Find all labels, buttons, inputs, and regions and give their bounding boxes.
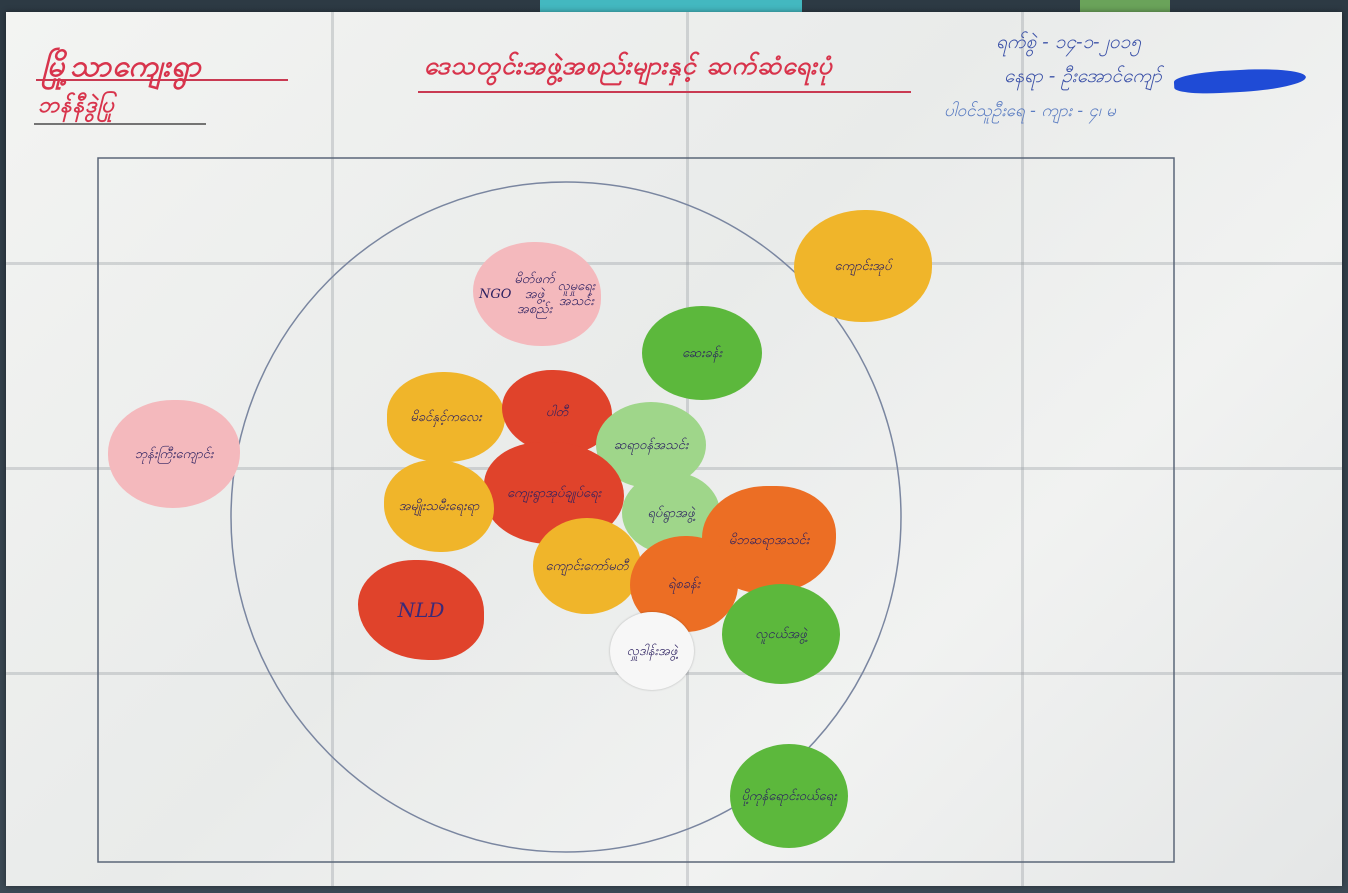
sticker-text: NGO xyxy=(479,286,512,302)
sticker-text: အမျိုးသမီး xyxy=(398,498,449,514)
sticker-green-upper: ဆေးခန်း xyxy=(642,306,762,400)
sticker-text: NLD xyxy=(397,597,445,622)
sticker-text: မိခင်နှင့် xyxy=(410,409,447,425)
sticker-yellow-1: မိခင်နှင့်ကလေး xyxy=(387,372,505,462)
paper-fold xyxy=(6,262,1342,265)
sticker-orange-2: ရဲစခန်း xyxy=(630,536,738,632)
sticker-red-1: ပါတီ xyxy=(502,370,612,454)
paper-fold xyxy=(1021,12,1024,886)
sticker-text: ဘုန်းကြီး xyxy=(134,446,176,462)
chart-paper: မြို့သာကျေးရွာ ဘန်နီဒွဲပြု ဒေသတွင်းအဖွဲ့… xyxy=(6,12,1342,886)
left-title: မြို့သာကျေးရွာ xyxy=(42,49,202,84)
sticker-text: ကျောင်း xyxy=(545,558,584,574)
sticker-text: အုပ်ချုပ်ရေး xyxy=(545,485,601,501)
meta-participants: ပါဝင်သူဦးရေ - ကျား - ၄၊ မ xyxy=(944,101,1116,121)
meta-date: ရက်စွဲ - ၁၄-၁-၂၀၁၅ xyxy=(996,31,1141,53)
sticker-text: အဖွဲ့ xyxy=(675,505,695,521)
sticker-text: ရဲစခန်း xyxy=(667,576,701,592)
paper-fold xyxy=(331,12,334,886)
sticker-text: ဆရာဝန် xyxy=(613,437,654,453)
sticker-text: ကလေး xyxy=(446,409,482,425)
sticker-text: ကျောင်း xyxy=(175,446,214,462)
sticker-text: မိတ်ဖက်အဖွဲ့အစည်း xyxy=(514,271,555,317)
sticker-text: ကျောင်းအုပ် xyxy=(834,258,892,274)
sticker-text: ရေးရာ xyxy=(448,498,480,514)
sticker-yellow-3: ကျောင်းကော်မတီ xyxy=(533,518,641,614)
sticker-text: ပါတီ xyxy=(545,404,569,420)
sticker-text: ပို့ကုန် xyxy=(741,788,769,804)
sticker-white-1: လှူဒါန်းအဖွဲ့ xyxy=(610,612,694,690)
sticker-green-lower: လူငယ်အဖွဲ့ xyxy=(722,584,840,684)
sticker-text: အသင်း xyxy=(774,532,810,548)
sticker-text: လူမှုရေးအသင်း xyxy=(557,279,595,309)
sticker-green-bottom: ပို့ကုန်ရောင်းဝယ်ရေး xyxy=(730,744,848,848)
sticker-red-3: NLD xyxy=(358,560,484,660)
drawn-frame xyxy=(34,79,1175,863)
sticker-text: အဖွဲ့ xyxy=(657,643,678,659)
sticker-text: ကော်မတီ xyxy=(583,558,629,574)
sticker-text: ရပ်ရွာ xyxy=(647,505,676,521)
sticker-text: ဆေးခန်း xyxy=(682,345,722,361)
sticker-text: လှူဒါန်း xyxy=(626,643,658,659)
sticker-pink-left: ဘုန်းကြီးကျောင်း xyxy=(108,400,240,508)
sticker-orange-top-right: ကျောင်းအုပ် xyxy=(794,210,932,322)
sticker-text: ရောင်းဝယ်ရေး xyxy=(768,788,837,804)
sticker-text: မိဘဆရာ xyxy=(728,532,775,548)
sticker-text: အဖွဲ့ xyxy=(787,626,807,642)
sticker-text: လူငယ် xyxy=(755,626,788,642)
left-subtitle: ဘန်နီဒွဲပြု xyxy=(38,92,115,118)
sticker-yellow-2: အမျိုးသမီးရေးရာ xyxy=(384,460,494,552)
sticker-text: အသင်း xyxy=(653,437,689,453)
sticker-text: ကျေးရွာ xyxy=(507,485,546,501)
center-title: ဒေသတွင်းအဖွဲ့အစည်းများနှင့် ဆက်ဆံရေးပုံ xyxy=(424,51,833,80)
meta-place: နေရာ - ဦးအောင်ကျော် xyxy=(1004,65,1162,87)
